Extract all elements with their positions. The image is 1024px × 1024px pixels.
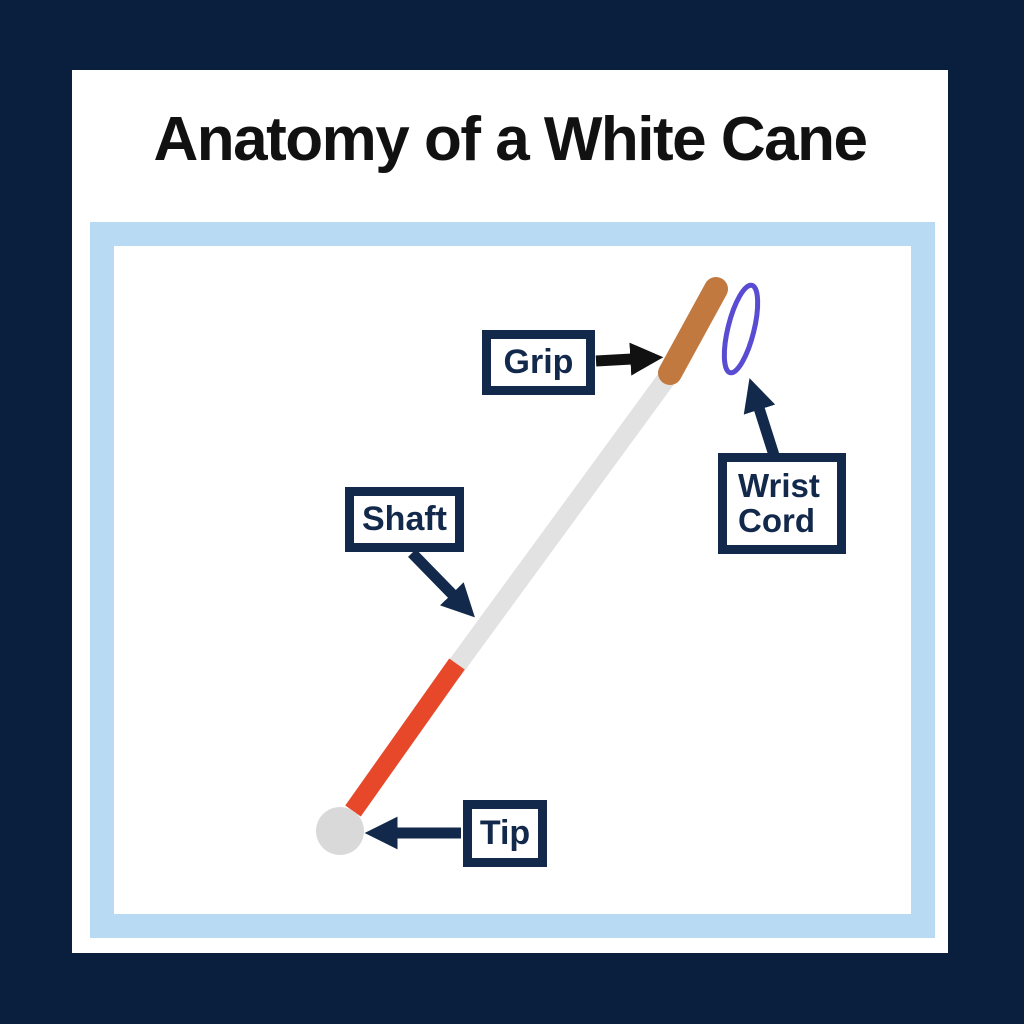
cane-tip-ball xyxy=(316,807,364,855)
label-wrist-cord: Wrist Cord xyxy=(718,453,846,554)
shaft-arrow xyxy=(408,549,475,618)
label-tip: Tip xyxy=(463,800,547,867)
cane-shaft xyxy=(444,365,680,678)
label-tip-text: Tip xyxy=(479,814,531,852)
cane-grip xyxy=(658,277,728,385)
label-wrist-cord-text: Wrist Cord xyxy=(738,466,820,539)
grip-arrow xyxy=(595,342,664,376)
label-grip: Grip xyxy=(482,330,595,395)
label-shaft: Shaft xyxy=(345,487,464,552)
cane-red-segment xyxy=(345,658,465,817)
label-grip-text: Grip xyxy=(503,343,574,381)
page-title: Anatomy of a White Cane xyxy=(153,105,868,174)
label-shaft-text: Shaft xyxy=(362,500,447,538)
wrist-cord-loop xyxy=(721,282,761,376)
